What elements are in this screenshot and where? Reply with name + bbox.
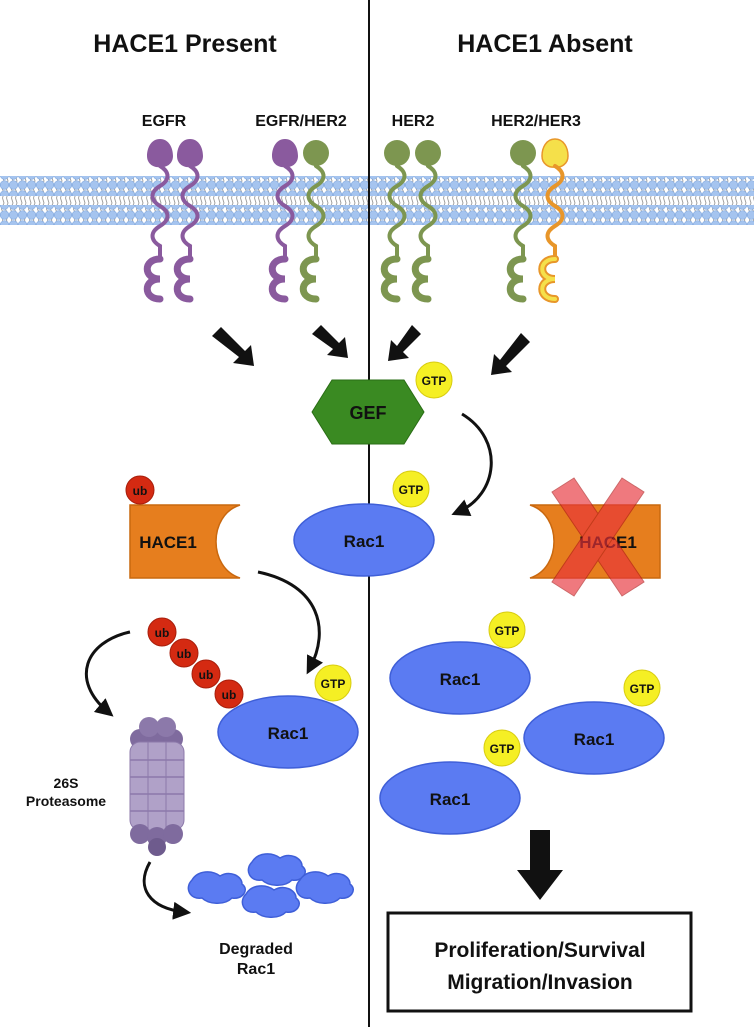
cross-out-icon bbox=[551, 477, 645, 597]
svg-text:ub: ub bbox=[155, 626, 170, 640]
arrow-egfr-her2 bbox=[312, 325, 348, 358]
outcome-box: Proliferation/Survival Migration/Invasio… bbox=[386, 911, 693, 1013]
heading-hace1-present: HACE1 Present bbox=[93, 30, 277, 58]
svg-text:ub: ub bbox=[222, 688, 237, 702]
svg-text:GTP: GTP bbox=[321, 677, 346, 691]
proteasome-icon bbox=[129, 717, 185, 856]
rac1-ubiquitinated: Rac1 bbox=[217, 695, 359, 769]
gtp-on-rac1-center: GTP bbox=[392, 470, 430, 508]
ub-chain-3: ub bbox=[191, 659, 221, 689]
svg-text:GEF: GEF bbox=[349, 403, 386, 423]
gtp-right-1: GTP bbox=[488, 611, 526, 649]
rac1-active-right-1: Rac1 bbox=[389, 641, 531, 715]
proteasome-label-line1: 26S bbox=[54, 775, 79, 791]
svg-text:GTP: GTP bbox=[630, 682, 655, 696]
arrow-egfr bbox=[212, 327, 254, 366]
receptor-label-her2-her3: HER2/HER3 bbox=[491, 113, 581, 130]
gtp-right-3: GTP bbox=[483, 729, 521, 767]
receptor-label-egfr: EGFR bbox=[142, 113, 187, 130]
rac1-active-center: Rac1 bbox=[293, 503, 435, 577]
ub-chain-2: ub bbox=[169, 638, 199, 668]
svg-text:Rac1: Rac1 bbox=[344, 532, 385, 551]
arrow-her2 bbox=[388, 325, 421, 361]
svg-text:GTP: GTP bbox=[490, 742, 515, 756]
receptor-label-egfr-her2: EGFR/HER2 bbox=[255, 113, 347, 130]
svg-text:GTP: GTP bbox=[399, 483, 424, 497]
svg-text:Rac1: Rac1 bbox=[430, 790, 471, 809]
gef-hexagon: GEF bbox=[311, 379, 425, 445]
rac1-active-right-2: Rac1 bbox=[523, 701, 665, 775]
arrow-gef-to-rac1 bbox=[451, 412, 493, 517]
activation-arrows bbox=[212, 325, 530, 375]
svg-text:ub: ub bbox=[133, 484, 148, 498]
heading-hace1-absent: HACE1 Absent bbox=[457, 30, 633, 58]
outcome-line1: Proliferation/Survival bbox=[434, 939, 645, 962]
svg-text:HACE1: HACE1 bbox=[139, 533, 197, 552]
gtp-on-gef: GTP bbox=[415, 361, 453, 399]
ubiquitin-chain: ub ub ub ub bbox=[147, 617, 244, 709]
arrow-to-outcome bbox=[517, 830, 563, 900]
receptor-label-her2: HER2 bbox=[392, 113, 435, 130]
gtp-on-rac1-ubiquitinated: GTP bbox=[314, 664, 352, 702]
svg-text:GTP: GTP bbox=[422, 374, 447, 388]
gtp-right-2: GTP bbox=[623, 669, 661, 707]
cell-membrane bbox=[0, 176, 754, 225]
rac1-active-right-3: Rac1 bbox=[379, 761, 521, 835]
proteasome-label-line2: Proteasome bbox=[26, 793, 106, 809]
outcome-line2: Migration/Invasion bbox=[447, 971, 633, 994]
arrow-to-degraded bbox=[142, 861, 192, 920]
svg-text:Rac1: Rac1 bbox=[440, 670, 481, 689]
svg-text:ub: ub bbox=[177, 647, 192, 661]
svg-text:Rac1: Rac1 bbox=[268, 724, 309, 743]
arrow-to-proteasome bbox=[84, 630, 131, 717]
arrow-hace1-to-rac1 bbox=[257, 570, 323, 675]
degraded-label-line2: Rac1 bbox=[237, 961, 275, 978]
ub-chain-4: ub bbox=[214, 679, 244, 709]
ub-chain-1: ub bbox=[147, 617, 177, 647]
arrow-her2-her3 bbox=[491, 333, 530, 375]
svg-text:GTP: GTP bbox=[495, 624, 520, 638]
ub-on-hace1: ub bbox=[125, 475, 155, 505]
hace1-enzyme: HACE1 bbox=[129, 504, 241, 579]
svg-text:Rac1: Rac1 bbox=[574, 730, 615, 749]
degraded-rac1-fragments bbox=[187, 853, 354, 918]
svg-text:ub: ub bbox=[199, 668, 214, 682]
degraded-label-line1: Degraded bbox=[219, 941, 293, 958]
